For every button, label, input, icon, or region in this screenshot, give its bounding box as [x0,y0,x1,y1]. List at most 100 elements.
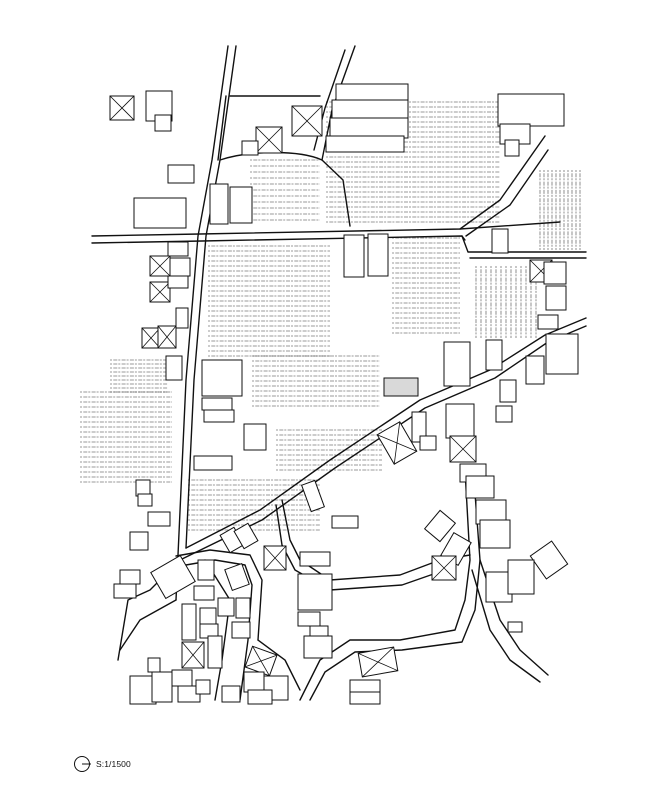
building-roof [377,421,417,465]
building-roof [255,126,283,154]
building [497,93,565,127]
building [367,233,389,277]
building [154,114,172,132]
building-roof [157,325,177,349]
building [199,607,217,627]
building [495,405,513,423]
building [300,479,326,513]
road-ne-diagonal-b [465,149,549,237]
building [303,635,333,659]
building [243,423,267,451]
building-roof [291,105,323,137]
building [299,551,331,567]
road-north-loop [219,151,323,161]
building [331,515,359,529]
building [507,621,523,633]
building [335,83,409,103]
building [209,183,229,225]
building [217,597,235,617]
building [221,685,241,703]
building-roof [149,255,171,277]
building [193,585,215,601]
road-village-a [175,549,263,641]
building [231,621,251,639]
building [167,241,189,257]
field-hatching [80,101,581,531]
building [165,355,183,381]
building-roof [449,435,477,463]
building [167,275,189,289]
road-sw-a [119,599,177,651]
building-roof [181,641,205,669]
building [545,285,567,311]
building [419,435,437,451]
highlighted-building [383,377,419,397]
scale-label: S:1/1500 [96,759,131,769]
building [235,597,251,619]
building [247,689,273,705]
building-roof [244,646,278,676]
building [193,455,233,471]
building [150,554,196,600]
building [201,397,233,411]
building [479,519,511,549]
building-roof [431,555,457,581]
building [129,531,149,551]
road-village-d [257,639,301,691]
building [443,341,471,387]
building-roof [358,646,398,678]
building [167,164,195,184]
building [113,583,137,599]
building [171,669,193,687]
building [147,511,171,527]
building [195,679,211,695]
building [297,611,321,627]
building [207,635,223,669]
road-diagonal-a [185,317,587,549]
building [491,228,509,254]
building [203,409,235,423]
building [465,475,495,499]
building [329,117,409,139]
building [133,197,187,229]
building [343,234,365,278]
building [325,135,405,153]
road-east-branch-b [309,479,481,701]
building [445,403,475,439]
building [151,671,173,703]
building [169,257,191,277]
building [543,261,567,285]
road-village-c [204,559,231,701]
road-main-ew-north [91,221,561,237]
building [243,671,265,693]
building [137,493,153,507]
building [224,562,250,592]
building [423,509,457,543]
buildings [109,83,579,705]
building [229,186,253,224]
building [233,522,259,550]
building [537,314,559,330]
road-main-ns-east [185,45,237,549]
building [197,559,215,581]
building [201,359,243,397]
building [499,379,517,403]
building [297,573,333,611]
building [241,140,259,156]
building-roof [149,281,171,303]
building [485,339,503,371]
building [147,657,161,673]
building [331,99,409,121]
building [411,411,427,443]
building [507,559,535,595]
building [525,355,545,385]
road-main-ew-south [91,235,466,244]
building [181,603,197,641]
road-se-curve-b [471,569,541,683]
building [545,333,579,375]
building-roof [109,95,135,121]
north-arrow-icon [74,756,91,772]
building [119,569,141,585]
road-east-spur [461,235,587,253]
